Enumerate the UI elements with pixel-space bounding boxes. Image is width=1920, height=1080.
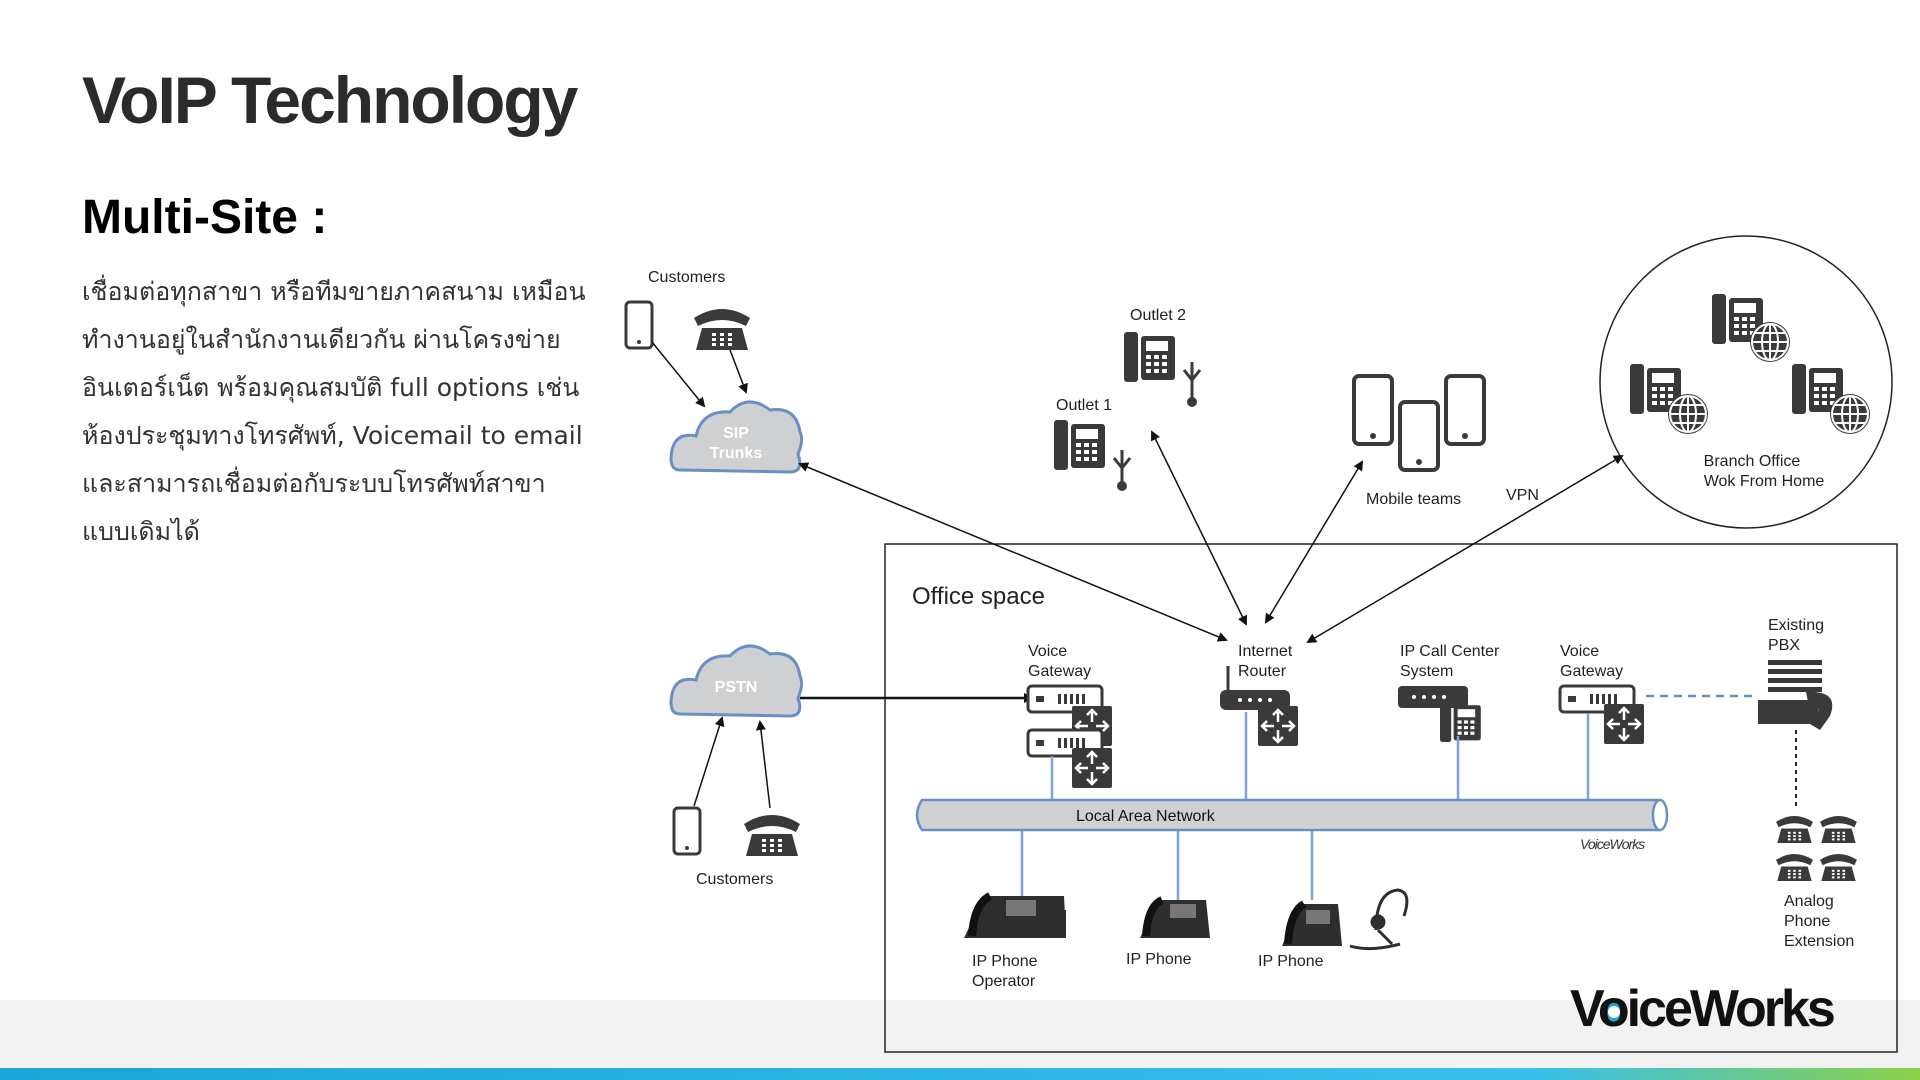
trunks-label: Trunks [710, 445, 763, 462]
vg-right-label2: Gateway [1560, 663, 1623, 680]
router-label1: Internet [1238, 643, 1293, 660]
mobile-teams-label: Mobile teams [1366, 491, 1461, 508]
mobile-teams-icon [1352, 374, 1394, 446]
vpn-label: VPN [1506, 487, 1539, 504]
ip-phone-operator-label2: Operator [972, 973, 1036, 990]
voice-gateway-right-icon [1558, 684, 1646, 746]
ip-phone-icon [1282, 900, 1342, 946]
voice-gateway-left-icon [1026, 684, 1114, 790]
phone-icon [694, 309, 750, 350]
mobile-teams-icon [1398, 400, 1440, 472]
ip-phone-operator-label1: IP Phone [972, 953, 1038, 970]
lan-label: Local Area Network [1076, 808, 1216, 825]
outlet1-phone-icon [1054, 420, 1132, 491]
ip-phone-icon [1140, 896, 1210, 938]
vg-left-label2: Gateway [1028, 663, 1091, 680]
description-line: แบบเดิมได้ [82, 517, 200, 546]
callcenter-label1: IP Call Center [1400, 643, 1500, 660]
pbx-label2: PBX [1768, 637, 1800, 654]
sip-trunks-cloud: SIP Trunks [669, 400, 804, 474]
customers-bottom-label: Customers [696, 871, 773, 888]
headset-icon [1349, 888, 1409, 951]
ip-phone-1-label: IP Phone [1126, 951, 1192, 968]
description-line: เชื่อมต่อทุกสาขา หรือทีมขายภาคสนาม เหมือ… [82, 277, 586, 306]
description-line: ทำงานอยู่ในสำนักงานเดียวกัน ผ่านโครงข่าย [82, 325, 561, 354]
mobile-icon [672, 806, 702, 856]
router-label2: Router [1238, 663, 1287, 680]
description-line: และสามารถเชื่อมต่อกับระบบโทรศัพท์สาขา [82, 469, 546, 498]
outlet2-phone-icon [1124, 332, 1202, 407]
phone-icon [744, 815, 800, 856]
ip-phone-2-label: IP Phone [1258, 953, 1324, 970]
footer-band [0, 1000, 1920, 1068]
vg-left-label1: Voice [1028, 643, 1067, 660]
internet-router-icon [1220, 666, 1300, 748]
outlet1-label: Outlet 1 [1056, 397, 1112, 414]
mobile-icon [624, 300, 654, 350]
description-line: อินเตอร์เน็ต พร้อมคุณสมบัติ full options… [82, 373, 580, 402]
customers-top-label: Customers [648, 269, 725, 286]
section-subtitle: Multi-Site : [82, 191, 328, 244]
office-space-box [884, 543, 1898, 1053]
analog-label3: Extension [1784, 933, 1854, 950]
page-title: VoIP Technology [82, 63, 578, 137]
description-line: ห้องประชุมทางโทรศัพท์, Voicemail to emai… [82, 421, 583, 450]
sip-label: SIP [723, 425, 749, 442]
analog-phones-icon [1776, 815, 1857, 882]
vg-right-label1: Voice [1560, 643, 1599, 660]
pstn-label: PSTN [715, 679, 758, 696]
ip-phone-operator-icon [964, 892, 1066, 938]
ip-call-center-icon [1398, 686, 1481, 742]
footer-accent-bar [0, 1068, 1920, 1080]
mobile-teams-icon [1444, 374, 1486, 446]
pbx-label1: Existing [1768, 617, 1824, 634]
branch-office-group: Branch Office Wok From Home [1599, 235, 1893, 529]
office-space-label: Office space [912, 583, 1045, 610]
analog-label2: Phone [1784, 913, 1830, 930]
callcenter-label2: System [1400, 663, 1453, 680]
branch-label: Branch Office [1704, 453, 1801, 470]
description-text: เชื่อมต่อทุกสาขา หรือทีมขายภาคสนาม เหมือ… [82, 268, 622, 556]
voiceworks-logo: VoiceWorks [1570, 980, 1837, 1038]
pstn-cloud: PSTN [669, 644, 804, 718]
outlet2-label: Outlet 2 [1130, 307, 1186, 324]
existing-pbx-icon [1758, 660, 1833, 730]
logo-text: VoiceWorks [1570, 980, 1834, 1038]
analog-label1: Analog [1784, 893, 1834, 910]
lan-bus: Local Area Network [915, 798, 1669, 832]
wfh-label: Wok From Home [1704, 473, 1825, 490]
lan-brand-text: VoiceWorks [1580, 836, 1645, 852]
